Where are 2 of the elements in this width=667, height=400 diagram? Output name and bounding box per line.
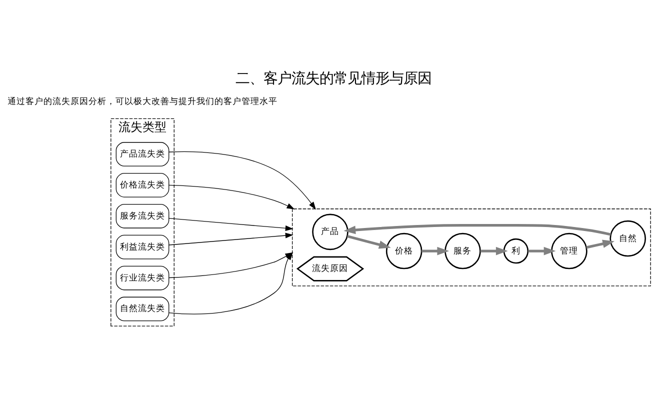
diagram-title: 二、客户流失的常见情形与原因: [236, 70, 432, 87]
label: 通过客户的流失原因分析，可以极大改善与提升我们的客户管理水平: [8, 96, 278, 107]
